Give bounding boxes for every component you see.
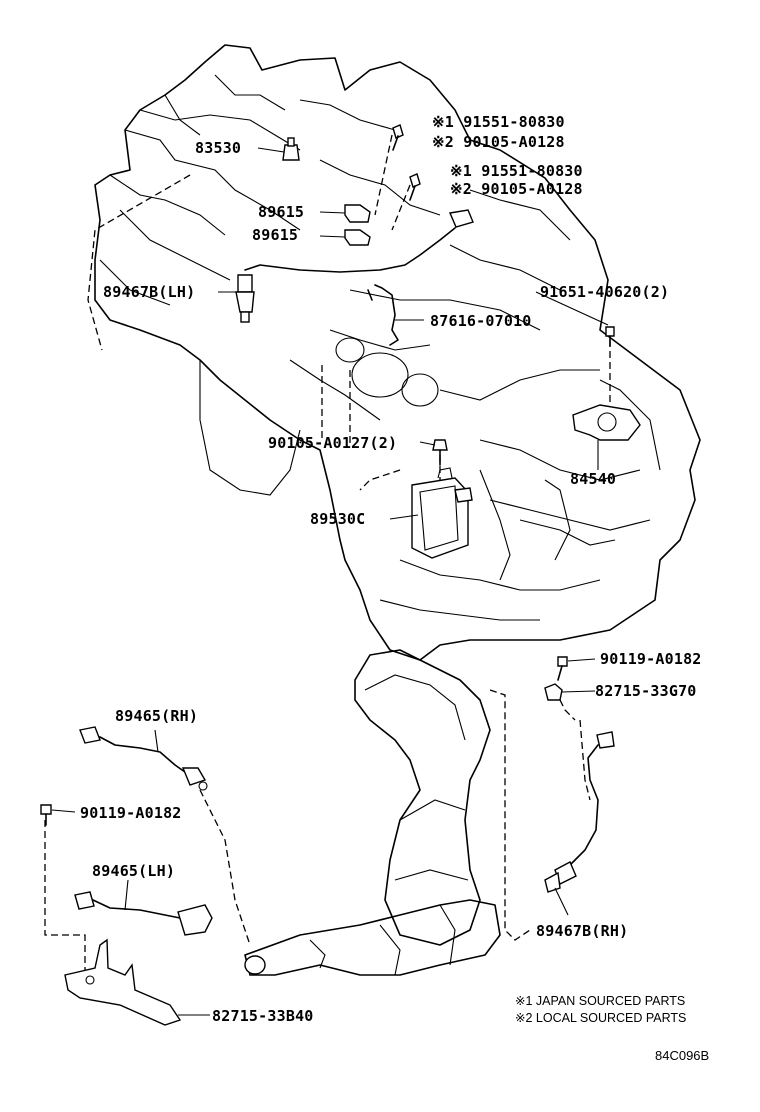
part-label-89465-rh: 89465(RH): [115, 707, 199, 725]
part-label-91551-80830-b: ※1 91551-80830: [450, 162, 583, 180]
part-label-90105-a0128-b: ※2 90105-A0128: [450, 180, 583, 198]
parts: [40, 124, 641, 1026]
part-label-89467b-rh: 89467B(RH): [536, 922, 629, 940]
footnote-japan-sourced: ※1 JAPAN SOURCED PARTS: [515, 994, 686, 1008]
part-label-91651-40620: 91651-40620(2): [540, 283, 670, 301]
part-label-90105-a0128-a: ※2 90105-A0128: [432, 133, 565, 151]
part-label-82715-33b40: 82715-33B40: [212, 1007, 314, 1025]
engine-assembly: [94, 44, 701, 661]
exhaust-assembly: [244, 649, 501, 976]
part-label-91551-80830-a: ※1 91551-80830: [432, 113, 565, 131]
part-label-82715-33g70: 82715-33G70: [595, 682, 697, 700]
part-label-89615-a: 89615: [258, 203, 305, 221]
part-label-90105-a0127: 90105-A0127(2): [268, 434, 398, 452]
part-label-90119-a0182-top: 90119-A0182: [600, 650, 702, 668]
part-label-83530: 83530: [195, 139, 242, 157]
footnote-local-sourced: ※2 LOCAL SOURCED PARTS: [515, 1011, 687, 1025]
dashed-guides: [44, 134, 611, 975]
part-label-89530c: 89530C: [310, 510, 366, 528]
part-label-89615-b: 89615: [252, 226, 299, 244]
part-label-87616-07010: 87616-07010: [430, 312, 532, 330]
part-label-90119-a0182-left: 90119-A0182: [80, 804, 182, 822]
diagram-code: 84C096B: [655, 1048, 710, 1063]
part-label-89467b-lh: 89467B(LH): [103, 283, 196, 301]
part-label-84540: 84540: [570, 470, 617, 488]
label-leaders: [51, 147, 609, 1016]
part-label-89465-lh: 89465(LH): [92, 862, 176, 880]
